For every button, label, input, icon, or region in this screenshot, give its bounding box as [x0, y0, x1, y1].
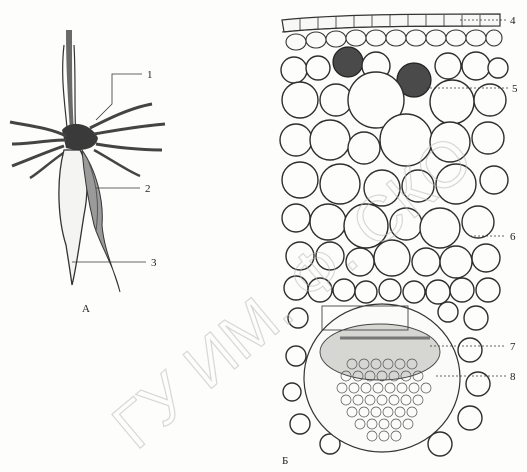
callout-8-label: 8 [510, 371, 516, 383]
panel-a-drawing [10, 30, 165, 292]
callout-4-label: 4 [510, 15, 516, 27]
callout-1-label: 1 [147, 69, 153, 81]
callout-5-label: 5 [512, 83, 518, 95]
panel-a-label: А [82, 303, 90, 315]
callout-2-label: 2 [145, 183, 151, 195]
callout-3-label: 3 [151, 257, 157, 269]
callout-7-label: 7 [510, 341, 516, 353]
callout-6-label: 6 [510, 231, 516, 243]
panel-b-label: Б [282, 455, 288, 467]
